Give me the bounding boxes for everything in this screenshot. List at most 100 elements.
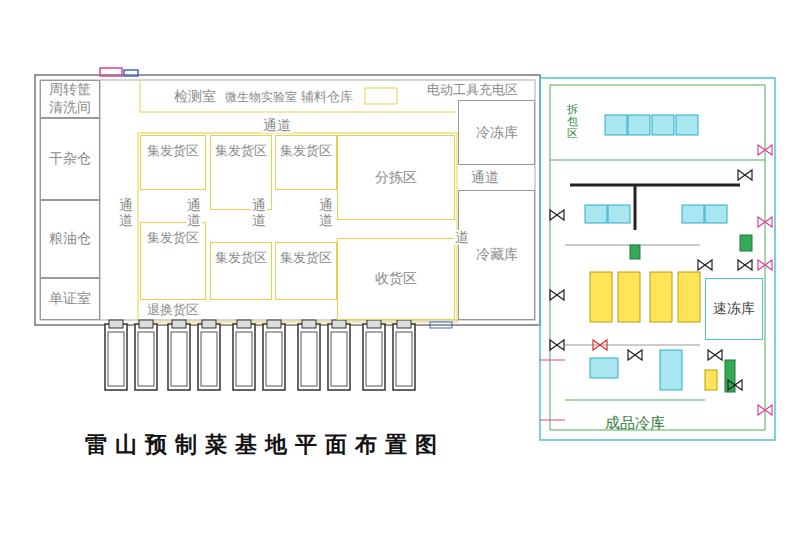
truck bbox=[298, 324, 320, 390]
truck-cab bbox=[302, 320, 316, 328]
truck-cab bbox=[367, 320, 381, 328]
room-label: 集发货区 bbox=[215, 249, 267, 267]
corridor-label: 通道 bbox=[318, 198, 334, 229]
door-symbol bbox=[738, 260, 752, 270]
zone-line bbox=[365, 88, 397, 104]
truck bbox=[328, 324, 350, 390]
building-wall bbox=[550, 85, 765, 430]
truck-body bbox=[171, 332, 187, 386]
room-box: 集发货区 bbox=[210, 242, 272, 300]
gate bbox=[430, 322, 452, 328]
room-label: 电动工具充电区 bbox=[427, 81, 518, 99]
gate bbox=[124, 70, 138, 76]
truck-cab bbox=[237, 320, 251, 328]
truck-cab bbox=[109, 320, 123, 328]
room-box: 冷藏库 bbox=[458, 190, 535, 320]
truck-body bbox=[201, 332, 217, 386]
door-symbol bbox=[550, 340, 564, 350]
door-symbol bbox=[758, 260, 772, 270]
title: 雷山预制菜基地平面布置图 bbox=[85, 430, 445, 460]
truck-cab bbox=[267, 320, 281, 328]
zone-line bbox=[138, 133, 457, 322]
equipment bbox=[585, 115, 727, 390]
room-label: 收货区 bbox=[375, 270, 417, 288]
room-label: 微生物实验室 bbox=[225, 90, 297, 105]
room-label: 检测室 bbox=[174, 88, 216, 106]
room-label: 成品冷库 bbox=[605, 414, 665, 433]
door-symbol bbox=[550, 210, 564, 220]
door-symbol bbox=[708, 350, 722, 360]
wall bbox=[540, 360, 565, 361]
room-box: 收货区 bbox=[337, 238, 455, 320]
truck-cab bbox=[397, 320, 411, 328]
truck-cab bbox=[139, 320, 153, 328]
room-box: 粮油仓 bbox=[40, 200, 100, 278]
room-label: 冷冻库 bbox=[476, 124, 518, 142]
wall bbox=[565, 400, 705, 401]
room-label: 拆包区 bbox=[567, 104, 578, 140]
door-symbol bbox=[550, 290, 564, 300]
door-symbol bbox=[728, 380, 742, 390]
truck-cab bbox=[172, 320, 186, 328]
conveyor bbox=[570, 185, 740, 230]
truck-body bbox=[108, 332, 124, 386]
door-symbol bbox=[628, 350, 642, 360]
truck-body bbox=[301, 332, 317, 386]
room-label: 集发货区 bbox=[215, 142, 267, 160]
room-box: 拆包区 bbox=[562, 92, 582, 152]
room-box: 周转筐清洗间 bbox=[40, 80, 100, 118]
truck bbox=[233, 324, 255, 390]
room-box: 速冻库 bbox=[705, 278, 763, 340]
door-symbol bbox=[550, 145, 772, 415]
truck bbox=[135, 324, 157, 390]
room-label: 退换货区 bbox=[147, 301, 199, 319]
room-label: 辅料仓库 bbox=[301, 88, 353, 106]
room-label: 集发货区 bbox=[147, 229, 199, 247]
wall bbox=[550, 160, 765, 161]
room-label: 速冻库 bbox=[713, 300, 755, 318]
room-box: 辅料仓库 bbox=[294, 82, 360, 112]
trucks bbox=[105, 320, 415, 390]
truck-body bbox=[331, 332, 347, 386]
room-box: 退换货区 bbox=[140, 300, 206, 320]
truck bbox=[198, 324, 220, 390]
wall bbox=[540, 420, 565, 421]
room-box: 干杂仓 bbox=[40, 118, 100, 200]
room-box: 微生物实验室 bbox=[224, 82, 298, 112]
room-box: 电动工具充电区 bbox=[418, 80, 526, 100]
truck-body bbox=[396, 332, 412, 386]
door-symbol bbox=[758, 405, 772, 415]
gate bbox=[100, 68, 122, 76]
corridor-label: 通道 bbox=[470, 170, 500, 185]
corridor-label: 通道 bbox=[251, 198, 267, 229]
truck bbox=[263, 324, 285, 390]
corridor-label: 通道 bbox=[186, 198, 202, 229]
zone-line bbox=[140, 112, 455, 113]
building-wall bbox=[540, 78, 775, 440]
truck-body bbox=[366, 332, 382, 386]
corridor-label: 通道 bbox=[118, 198, 134, 229]
room-label: 干杂仓 bbox=[49, 150, 91, 168]
room-box: 单证室 bbox=[40, 278, 100, 320]
door-symbol bbox=[758, 217, 772, 227]
building-wall bbox=[35, 75, 540, 325]
truck bbox=[363, 324, 385, 390]
room-label: 分拣区 bbox=[375, 169, 417, 187]
room-box: 集发货区 bbox=[275, 135, 337, 190]
room-box: 冷冻库 bbox=[458, 100, 535, 165]
room-label: 周转筐清洗间 bbox=[48, 81, 93, 117]
zone-line bbox=[140, 80, 141, 112]
door-symbol bbox=[698, 260, 712, 270]
room-box: 分拣区 bbox=[337, 135, 455, 220]
corridor-label: 道 bbox=[454, 230, 470, 245]
room-label: 集发货区 bbox=[280, 142, 332, 160]
door-symbol bbox=[593, 340, 607, 350]
truck bbox=[168, 324, 190, 390]
building-wall bbox=[40, 80, 535, 320]
truck-cab bbox=[202, 320, 216, 328]
room-label: 冷藏库 bbox=[476, 246, 518, 264]
equipment bbox=[590, 272, 717, 390]
truck-body bbox=[266, 332, 282, 386]
room-label: 集发货区 bbox=[147, 142, 199, 160]
truck bbox=[393, 324, 415, 390]
